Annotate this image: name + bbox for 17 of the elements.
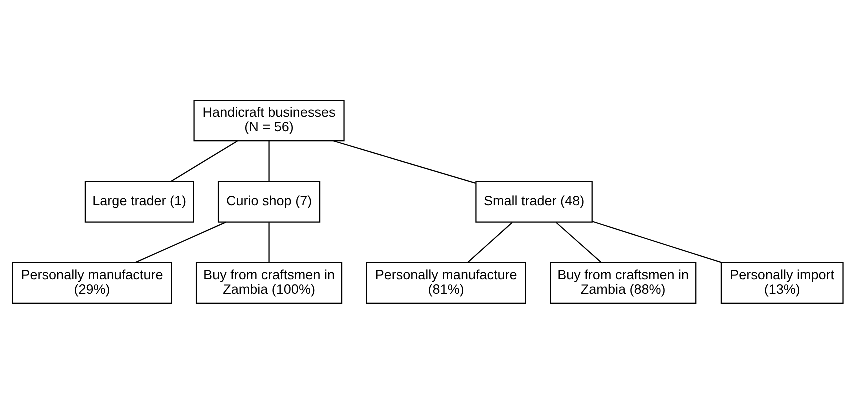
node-box: Large trader (1): [84, 181, 194, 223]
connector: [592, 221, 722, 264]
node-box: Personally manufacture (29%): [12, 262, 172, 304]
node-box: Personally import (13%): [720, 262, 844, 304]
connector: [268, 141, 270, 182]
connector: [467, 222, 513, 264]
connector: [556, 222, 602, 264]
node-box: Personally manufacture (81%): [366, 262, 526, 304]
node-box: Buy from craftsmen in Zambia (88%): [550, 262, 697, 304]
node-box: Small trader (48): [476, 181, 593, 223]
node-box: Buy from craftsmen in Zambia (100%): [196, 262, 343, 304]
connector: [135, 222, 226, 264]
connector: [171, 140, 238, 182]
connector: [268, 222, 270, 263]
node-box: Curio shop (7): [218, 181, 321, 223]
connector: [334, 140, 476, 184]
node-box: Handicraft businesses (N = 56): [194, 100, 345, 142]
